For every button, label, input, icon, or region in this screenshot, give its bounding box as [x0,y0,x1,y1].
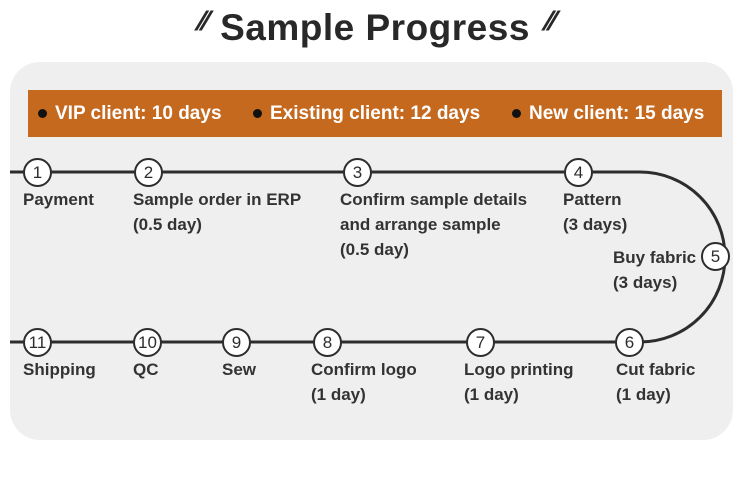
step-label-confirm-details: Confirm sample details and arrange sampl… [340,187,536,262]
step-label-logo-printing: Logo printing (1 day) [464,357,594,407]
step-number: 7 [475,332,486,352]
step-label-qc: QC [133,357,193,382]
step-node-8: 8 [313,328,342,357]
banner-item-existing: Existing client: 12 days [253,90,480,137]
step-label-pattern: Pattern (3 days) [563,187,683,237]
step-title: Confirm logo [311,360,417,379]
step-number: 2 [143,162,154,182]
step-label-buy-fabric: Buy fabric (3 days) [613,245,703,295]
step-number: 11 [28,332,47,352]
step-node-11: 11 [23,328,52,357]
step-node-7: 7 [466,328,495,357]
step-node-9: 9 [222,328,251,357]
step-node-4: 4 [564,158,593,187]
step-title: Confirm sample details and arrange sampl… [340,190,528,234]
step-title: Cut fabric [616,360,696,379]
bullet-icon [253,109,262,118]
step-title: Sample order in ERP [133,190,302,209]
step-node-10: 10 [133,328,162,357]
step-duration: (0.5 day) [340,240,409,259]
step-node-6: 6 [615,328,644,357]
step-title: Pattern [563,190,622,209]
step-node-2: 2 [134,158,163,187]
step-duration: (1 day) [311,385,366,404]
step-label-cut-fabric: Cut fabric (1 day) [616,357,716,407]
step-duration: (0.5 day) [133,215,202,234]
step-number: 10 [138,332,157,352]
banner-item-vip: VIP client: 10 days [38,90,222,137]
step-number: 3 [352,162,363,182]
step-label-sample-order: Sample order in ERP (0.5 day) [133,187,333,237]
step-node-5: 5 [701,242,730,271]
step-number: 9 [231,332,242,352]
step-title: Buy fabric [613,248,697,267]
step-number: 6 [624,332,635,352]
bullet-icon [38,109,47,118]
step-number: 5 [710,246,721,266]
client-lead-time-banner: VIP client: 10 days Existing client: 12 … [28,90,722,137]
step-title: Sew [222,360,257,379]
step-number: 1 [32,162,43,182]
step-duration: (3 days) [613,273,678,292]
step-number: 8 [322,332,333,352]
step-duration: (1 day) [616,385,671,404]
step-title: Payment [23,190,94,209]
step-title: Logo printing [464,360,574,379]
step-label-sew: Sew [222,357,292,382]
page-title: Sample Progress [220,7,530,48]
step-duration: (3 days) [563,215,628,234]
step-label-shipping: Shipping [23,357,123,382]
step-duration: (1 day) [464,385,519,404]
step-node-3: 3 [343,158,372,187]
step-number: 4 [573,162,584,182]
step-label-confirm-logo: Confirm logo (1 day) [311,357,441,407]
banner-item-new: New client: 15 days [512,90,704,137]
banner-item-label: New client: 15 days [529,102,705,124]
banner-item-label: VIP client: 10 days [55,102,222,124]
step-title: QC [133,360,159,379]
page-title-row: // Sample Progress // [0,2,750,54]
bullet-icon [512,109,521,118]
banner-item-label: Existing client: 12 days [270,102,481,124]
step-title: Shipping [23,360,96,379]
step-label-payment: Payment [23,187,133,212]
step-node-1: 1 [23,158,52,187]
